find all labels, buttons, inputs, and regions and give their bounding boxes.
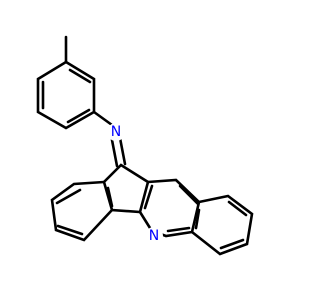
atom-label-pyridine: N [149, 228, 159, 244]
left-benzene-double-bonds [55, 186, 114, 236]
atom-n-imine: N [107, 123, 125, 141]
imine-double-bond [110, 136, 127, 168]
pyridine-double-bonds [143, 184, 200, 233]
atom-label-imine: N [111, 124, 121, 140]
right-benzene-double-bonds [194, 200, 248, 250]
molecule-structure: N N [36, 35, 254, 256]
five-ring [102, 163, 150, 214]
aryl-n-bond [92, 110, 114, 127]
left-benzene-ring [50, 180, 114, 242]
toluene-ring-double-bonds [41, 68, 92, 124]
toluene-ring [36, 60, 96, 130]
pyridine-to-n-bond [138, 210, 152, 230]
bond-lines [36, 35, 254, 256]
atom-n-pyridine: N [145, 227, 163, 245]
right-benzene-ring [190, 194, 254, 256]
pyridine-ring [146, 178, 201, 238]
